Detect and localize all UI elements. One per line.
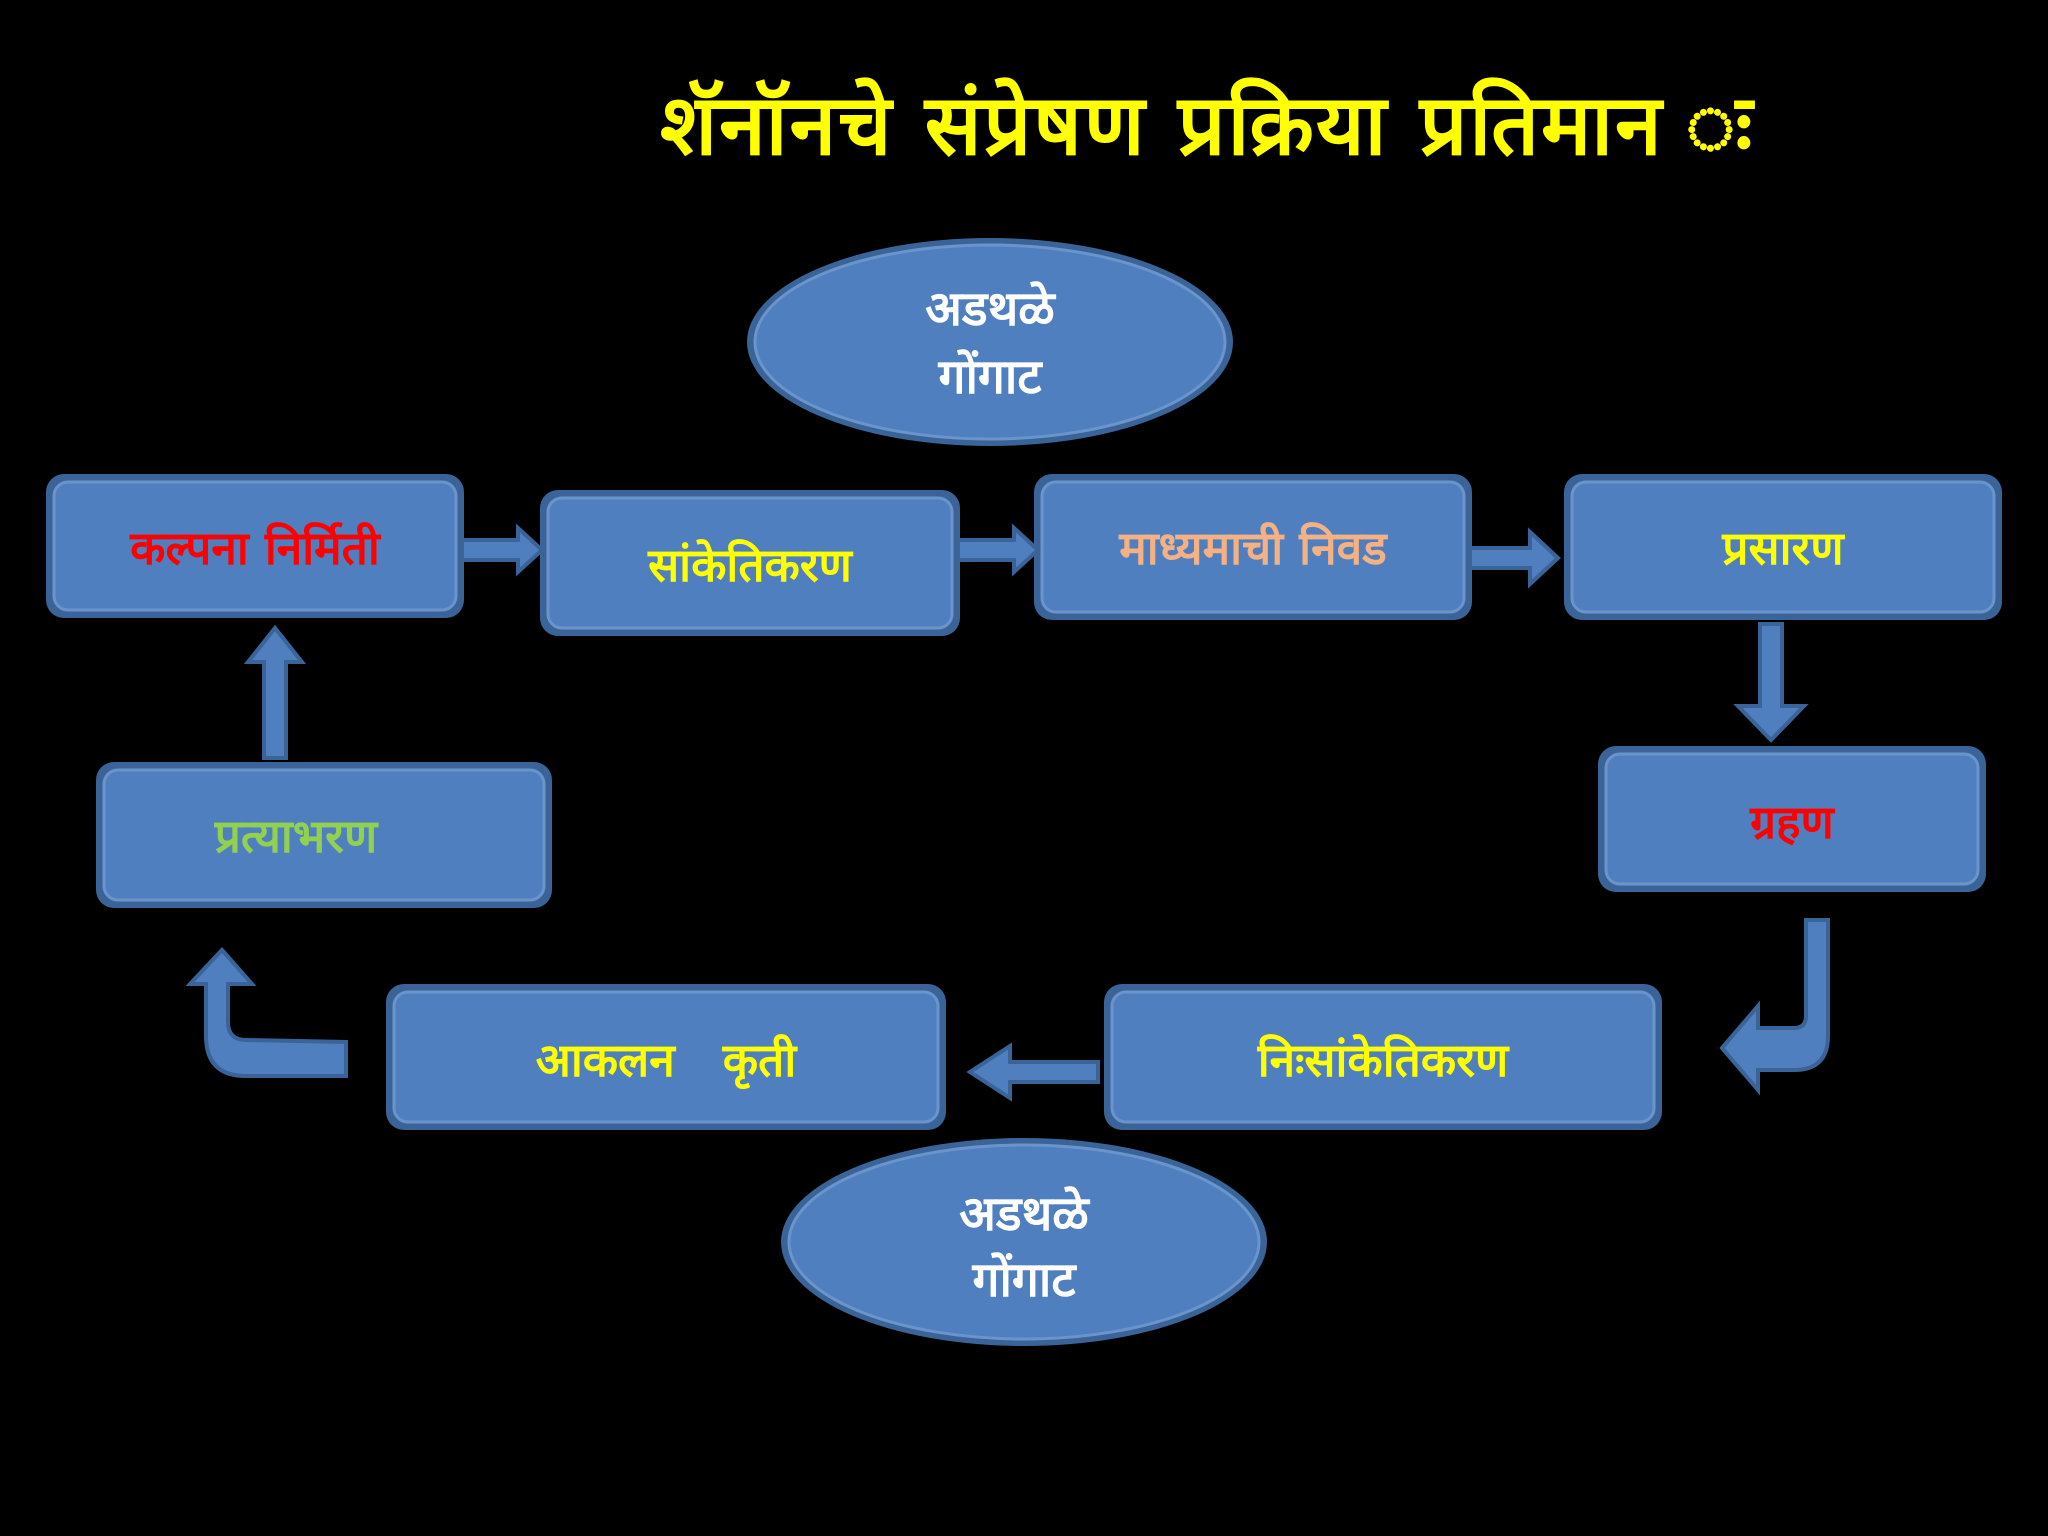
box-medium-selection-label: माध्यमाची निवड (1118, 521, 1388, 575)
arrow-decoding-to-comprehension (966, 1042, 1100, 1102)
box-decoding-label: निःसांकेतिकरण (1257, 1033, 1510, 1087)
box-feedback-label: प्रत्याभरण (214, 809, 379, 863)
box-reception-label: ग्रहण (1749, 795, 1835, 849)
box-encoding-label: सांकेतिकरण (647, 538, 854, 592)
box-feedback: प्रत्याभरण (96, 762, 552, 908)
box-comprehension: आकलन कृती (386, 984, 946, 1130)
box-comprehension-label: आकलन कृती (536, 1033, 799, 1090)
box-idea-creation: कल्पना निर्मिती (46, 474, 464, 618)
box-transmission-label: प्रसारण (1721, 521, 1845, 575)
ellipse-top-line1: अडथळे (925, 281, 1056, 337)
box-medium-selection: माध्यमाची निवड (1034, 474, 1472, 620)
box-reception: ग्रहण (1598, 746, 1986, 892)
arrow-idea-to-encoding (460, 523, 545, 577)
arrow-comprehension-to-feedback (185, 947, 348, 1078)
box-decoding: निःसांकेतिकरण (1104, 984, 1662, 1130)
box-transmission: प्रसारण (1564, 474, 2002, 620)
ellipse-top-line2: गोंगाट (937, 349, 1043, 405)
diagram-title: शॅनॉनचे संप्रेषण प्रक्रिया प्रतिमान ः (660, 76, 1755, 174)
noise-ellipse-top: अडथळे गोंगाट (747, 238, 1233, 446)
arrow-transmission-to-reception (1733, 622, 1809, 743)
box-idea-creation-label: कल्पना निर्मिती (129, 521, 382, 575)
ellipse-bottom-line1: अडथळे (959, 1186, 1090, 1242)
arrow-feedback-to-idea (243, 624, 307, 760)
noise-ellipse-bottom: अडथळे गोंगाट (781, 1138, 1267, 1346)
arrow-reception-to-decoding (1719, 918, 1830, 1096)
box-encoding: सांकेतिकरण (540, 490, 960, 636)
arrow-medium-to-transmission (1468, 527, 1561, 589)
arrow-encoding-to-medium (956, 523, 1041, 577)
ellipse-bottom-line2: गोंगाट (971, 1252, 1077, 1308)
